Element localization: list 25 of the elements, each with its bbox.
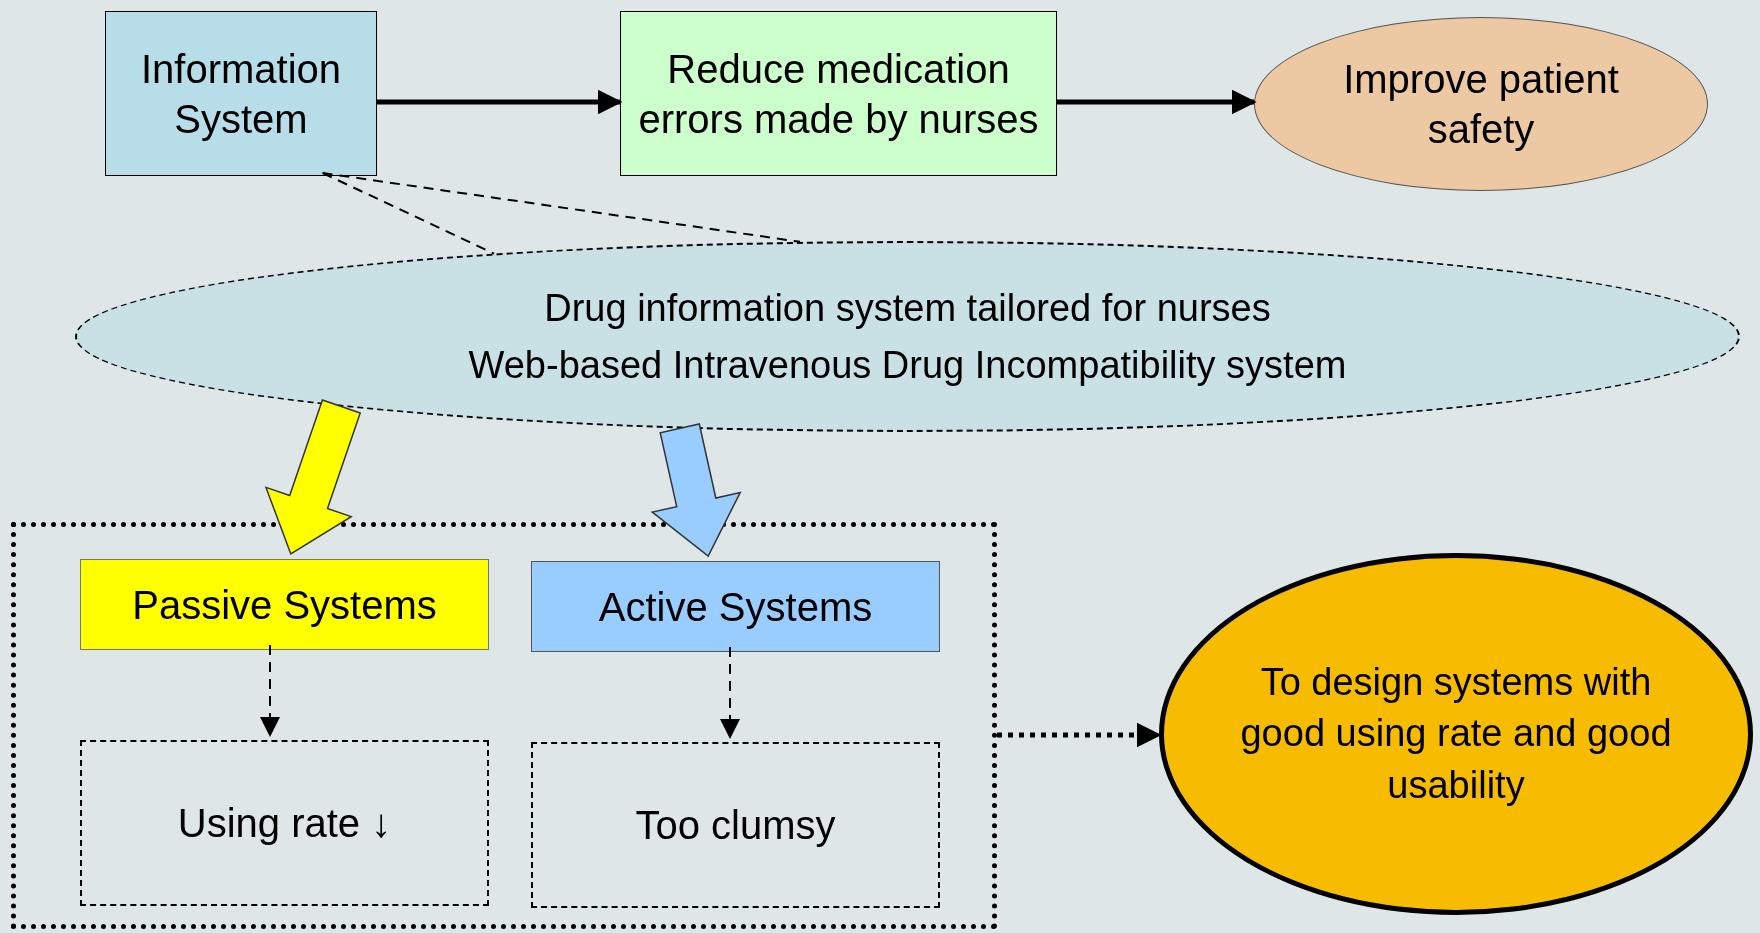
node-text: To design systems with good using rate and good usability [1239, 660, 1673, 808]
result-box [80, 740, 489, 906]
callout-pointer [321, 172, 801, 255]
result-box [531, 742, 940, 908]
node-text: Active Systems [598, 583, 873, 631]
node-text: Reduce medication errors made by nurses [637, 45, 1040, 143]
node-text: Drug information system tailored for nurses [544, 285, 1271, 331]
node-text: Passive Systems [132, 581, 437, 629]
node-text: Too clumsy [635, 802, 836, 849]
node-text: Web-based Intravenous Drug Incompatibility system [468, 342, 1347, 388]
category-box [531, 561, 940, 652]
process-box [620, 11, 1057, 176]
node-text: Using rate ↓ [177, 800, 392, 847]
arrow [1057, 89, 1257, 115]
node-text: Improve patient safety [1342, 56, 1620, 153]
group-box [11, 522, 997, 929]
arrow [997, 722, 1162, 748]
block-arrow [264, 399, 362, 556]
category-box [80, 559, 489, 650]
node-text: Information System [139, 45, 343, 143]
arrow [377, 89, 623, 115]
arrow [720, 646, 740, 739]
block-arrow [650, 423, 742, 558]
arrow [260, 644, 280, 737]
process-box [105, 11, 377, 176]
